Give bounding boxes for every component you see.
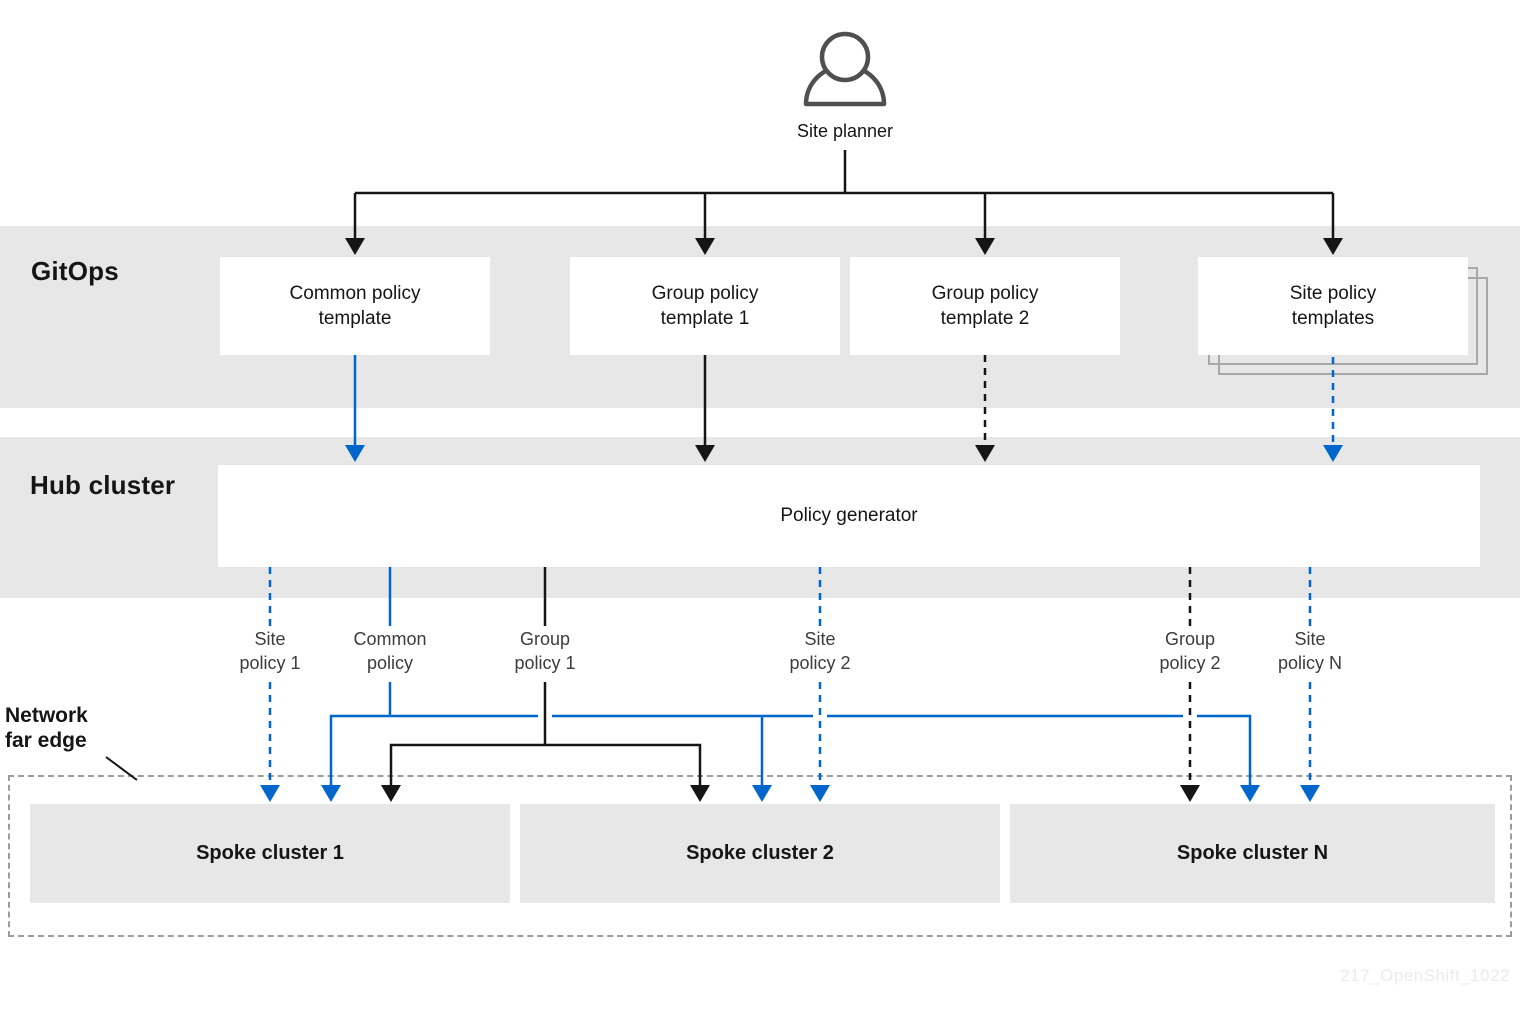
person-icon: [803, 31, 887, 107]
watermark-text: 217_OpenShift_1022: [1340, 966, 1510, 985]
site-planner-label: Site planner: [796, 121, 894, 141]
spoke-cluster-2-box: Spoke cluster 2: [520, 804, 1000, 903]
common-policy-label: Common policy: [353, 629, 427, 673]
gitops-band-label: GitOps: [31, 256, 119, 286]
network-far-edge-region: [8, 775, 1512, 937]
network-far-edge-label: Network far edge: [5, 704, 88, 752]
common-policy-template-box: Common policy template: [220, 257, 490, 355]
site-policy-templates-box: Site policy templates: [1198, 257, 1468, 355]
policy-generator-box: Policy generator: [218, 465, 1480, 567]
group-policy-2-label: Group policy 2: [1159, 629, 1221, 673]
common-policy-bus: [329, 682, 1252, 786]
site-policy-1-label: Site policy 1: [239, 629, 301, 673]
group-policy-template-2-box: Group policy template 2: [850, 257, 1120, 355]
site-policy-2-label: Site policy 2: [789, 629, 851, 673]
site-policy-n-label: Site policy N: [1277, 629, 1343, 673]
spoke-cluster-1-box: Spoke cluster 1: [30, 804, 510, 903]
spoke-cluster-n-box: Spoke cluster N: [1010, 804, 1495, 903]
hub-cluster-band-label: Hub cluster: [30, 470, 176, 500]
group-policy-1-bus: [389, 682, 702, 786]
group-policy-1-label: Group policy 1: [514, 629, 576, 673]
group-policy-template-1-box: Group policy template 1: [570, 257, 840, 355]
